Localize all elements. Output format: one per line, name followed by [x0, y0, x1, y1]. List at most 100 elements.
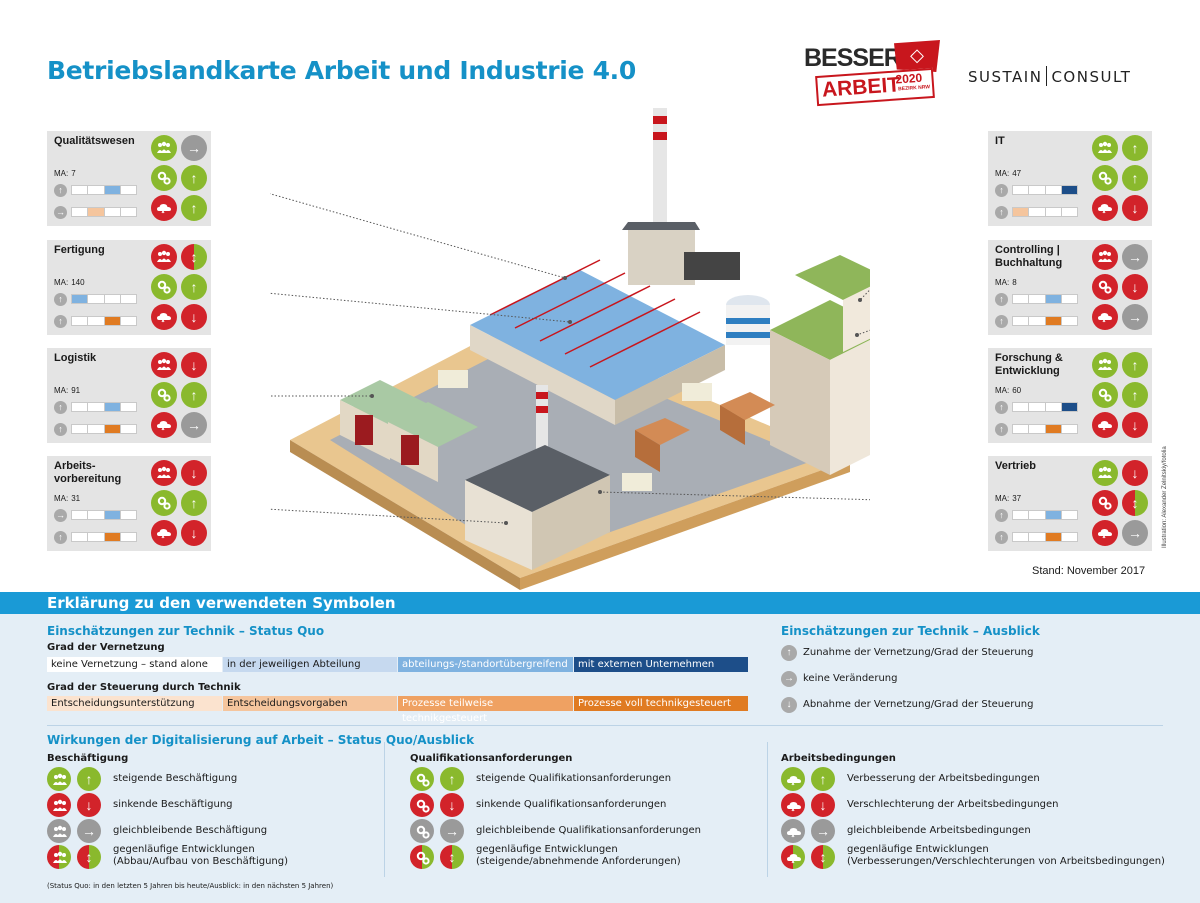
vernetzung-level-1: keine Vernetzung – stand alone: [47, 657, 222, 672]
level-segment: [1062, 317, 1077, 325]
arrow-up-icon: ↑: [995, 531, 1008, 544]
weather-icon: [781, 819, 805, 843]
trend-arrow-icon: →: [1122, 520, 1148, 546]
arrow-up-icon: ↑: [995, 401, 1008, 414]
level-segment: [104, 186, 121, 194]
level-segment: [88, 295, 105, 303]
employee-count: MA:8: [995, 278, 1017, 287]
people-icon: [1092, 244, 1118, 270]
level-segment: [1029, 511, 1046, 519]
level-segment: [88, 403, 105, 411]
arrow-up-icon: ↑: [995, 509, 1008, 522]
trend-arrow-icon: ↓: [1122, 195, 1148, 221]
department-name: Fertigung: [54, 244, 105, 256]
level-segment: [1013, 186, 1030, 194]
level-segment: [72, 425, 89, 433]
department-name: Forschung & Entwicklung: [995, 352, 1063, 377]
weather-icon: [1092, 412, 1118, 438]
level-segment: [1061, 186, 1077, 194]
level-segment: [104, 403, 121, 411]
stand-date: Stand: November 2017: [1032, 565, 1146, 577]
level-segment: [1013, 425, 1030, 433]
trend-arrow-icon: ↕: [811, 845, 835, 869]
trend-arrow-icon: ↓: [1122, 412, 1148, 438]
employee-count: MA:47: [995, 169, 1021, 178]
weather-icon: [781, 845, 805, 869]
steuerung-level-bar: [71, 316, 137, 326]
arrow-up-icon: ↑: [995, 315, 1008, 328]
level-segment: [88, 511, 105, 519]
steuerung-level-bar: [71, 207, 137, 217]
effect-item: Verschlechterung der Arbeitsbedingungen: [847, 799, 1059, 810]
vernetzung-level-bar: [1012, 402, 1078, 412]
vernetzung-level-bar: [71, 510, 137, 520]
arrow-up-icon: ↑: [995, 293, 1008, 306]
logo-besser-text: BESSER: [804, 44, 902, 72]
trend-arrow-icon: →: [811, 819, 835, 843]
vernetzung-level-bar: [71, 294, 137, 304]
level-segment: [1046, 403, 1062, 411]
people-icon: [47, 793, 71, 817]
vernetzung-level-bar: [71, 185, 137, 195]
people-icon: [1092, 352, 1118, 378]
trend-arrow-icon: ↑: [181, 382, 207, 408]
people-icon: [151, 352, 177, 378]
employee-count-label: MA:: [54, 169, 69, 178]
level-segment: [1045, 511, 1062, 519]
employee-count-label: MA:: [995, 494, 1010, 503]
trend-arrow-icon: ↑: [181, 195, 207, 221]
arrow-up-icon: ↑: [781, 645, 797, 661]
level-segment: [1062, 208, 1077, 216]
effect-item: gegenläufige Entwicklungen (steigende/ab…: [476, 844, 681, 867]
effect-item: sinkende Beschäftigung: [113, 799, 233, 810]
people-icon: [151, 460, 177, 486]
employee-count-value: 91: [71, 386, 81, 395]
employee-count-value: 7: [71, 169, 76, 178]
level-segment: [1045, 425, 1062, 433]
trend-arrow-icon: ↑: [440, 767, 464, 791]
vernetzung-title: Grad der Vernetzung: [47, 642, 165, 653]
vernetzung-level-bar: [1012, 294, 1078, 304]
weather-icon: [781, 767, 805, 791]
department-name: Arbeits- vorbereitung: [54, 460, 122, 485]
weather-icon: [781, 793, 805, 817]
ausblick-item-1: Zunahme der Vernetzung/Grad der Steuerun…: [803, 647, 1034, 658]
logo-arbeit-text: ARBEIT: [821, 73, 901, 102]
gears-icon: [410, 819, 434, 843]
steuerung-level-bar: [71, 424, 137, 434]
weather-icon: [1092, 195, 1118, 221]
department-name: Qualitätswesen: [54, 135, 135, 147]
trend-arrow-icon: ↑: [181, 165, 207, 191]
effect-item: gegenläufige Entwicklungen (Abbau/Aufbau…: [113, 844, 289, 867]
gears-icon: [1092, 165, 1118, 191]
column-divider: [384, 742, 385, 877]
level-segment: [72, 403, 89, 411]
trend-arrow-icon: ↑: [77, 767, 101, 791]
steuerung-level-bar: [1012, 316, 1078, 326]
gears-icon: [151, 382, 177, 408]
level-segment: [1061, 403, 1077, 411]
level-segment: [88, 425, 105, 433]
employee-count-label: MA:: [995, 169, 1010, 178]
employee-count: MA:31: [54, 494, 80, 503]
effect-item: gegenläufige Entwicklungen (Verbesserung…: [847, 844, 1165, 867]
trend-arrow-icon: ↑: [1122, 352, 1148, 378]
vernetzung-level-bar: [1012, 185, 1078, 195]
employee-count: MA:140: [54, 278, 85, 287]
trend-arrow-icon: ↕: [440, 845, 464, 869]
level-segment: [105, 208, 121, 216]
trend-arrow-icon: →: [181, 135, 207, 161]
level-segment: [104, 425, 121, 433]
arrow-up-icon: ↑: [54, 315, 67, 328]
arrow-up-icon: ↑: [54, 401, 67, 414]
weather-icon: [151, 304, 177, 330]
steuerung-level-bar: [1012, 207, 1078, 217]
level-segment: [105, 295, 121, 303]
trend-arrow-icon: ↓: [440, 793, 464, 817]
vernetzung-level-3: abteilungs-/standortübergreifend: [398, 657, 573, 672]
